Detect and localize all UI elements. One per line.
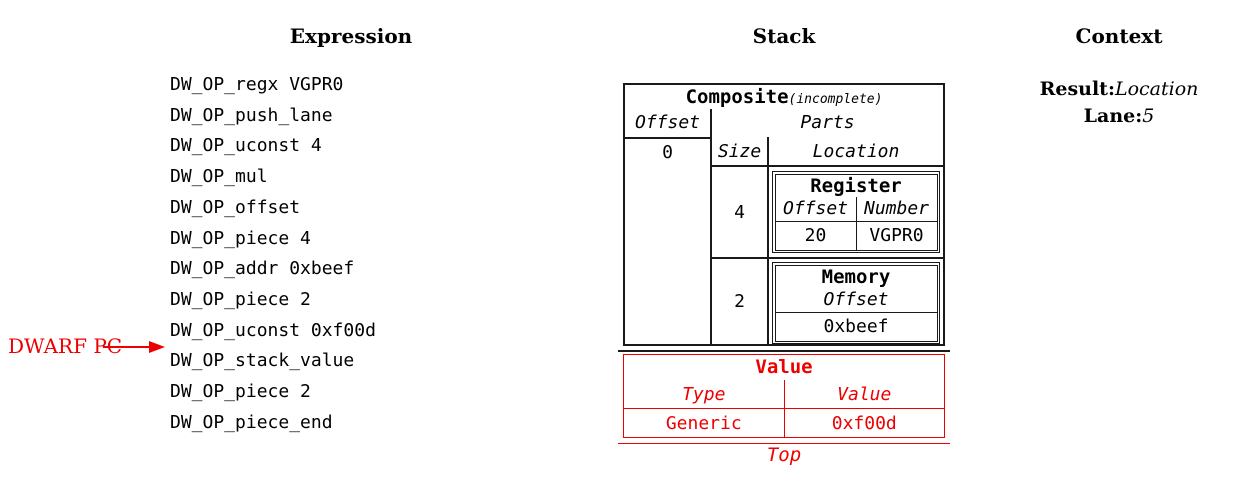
register-number-value: VGPR0 xyxy=(856,220,937,250)
part-size-value: 4 xyxy=(712,167,769,257)
part-location-cell: Register Offset 20 Number VGPR0 xyxy=(769,167,943,257)
composite-type-name: Composite xyxy=(685,86,789,108)
register-number-column: Number VGPR0 xyxy=(856,197,937,250)
dwarf-pc-label: DWARF PC xyxy=(8,334,123,358)
part-location-cell: Memory Offset 0xbeef xyxy=(769,259,943,344)
value-value-header: Value xyxy=(837,383,892,405)
value-type-column: Type Generic xyxy=(624,380,785,437)
expression-op: DW_OP_addr 0xbeef xyxy=(170,258,355,280)
value-value-value: 0xf00d xyxy=(784,408,944,437)
offset-value: 0 xyxy=(662,142,673,163)
expression-op: DW_OP_uconst 0xf00d xyxy=(170,319,376,341)
register-number-header: Number xyxy=(863,197,930,219)
register-columns: Offset 20 Number VGPR0 xyxy=(775,196,937,250)
value-entry-title: Value xyxy=(755,356,813,378)
expression-op: DW_OP_mul xyxy=(170,166,268,188)
context-header: Context xyxy=(1075,24,1163,48)
parts-header-row: Size Location xyxy=(712,137,943,167)
stack-entry-separator xyxy=(618,350,950,352)
register-location-table: Register Offset 20 Number VGPR0 xyxy=(772,171,940,253)
expression-op: DW_OP_push_lane xyxy=(170,104,333,126)
register-title: Register xyxy=(810,174,902,197)
part-row-memory: 2 Memory Offset 0xbeef xyxy=(712,259,943,344)
expression-op: DW_OP_piece_end xyxy=(170,411,333,433)
memory-offset-value: 0xbeef xyxy=(775,311,937,341)
composite-parts-column: Parts Size Location 4 Register O xyxy=(712,109,943,344)
composite-location-table: Composite(incomplete) Offset 0 Parts Siz… xyxy=(623,83,945,346)
stack-top-label: Top xyxy=(766,444,802,466)
lane-label: Lane: xyxy=(1083,105,1143,127)
value-entry-table: Value Type Generic Value 0xf00d xyxy=(623,354,945,438)
expression-op: DW_OP_piece 2 xyxy=(170,289,311,311)
composite-offset-column: Offset 0 xyxy=(625,109,712,344)
memory-title: Memory xyxy=(821,265,891,288)
context-result-line: Result:Location xyxy=(1019,78,1219,100)
expression-header: Expression xyxy=(289,24,413,48)
memory-offset-header: Offset xyxy=(823,288,889,310)
size-column-header: Size xyxy=(712,137,769,165)
value-type-value: Generic xyxy=(624,408,784,437)
expression-op-current: DW_OP_stack_value xyxy=(170,350,355,372)
register-offset-value: 20 xyxy=(775,220,856,250)
register-offset-header: Offset xyxy=(782,197,849,219)
composite-qualifier: (incomplete) xyxy=(788,92,883,107)
offset-column-header: Offset xyxy=(625,109,710,139)
stack-top-separator xyxy=(618,443,950,444)
result-label: Result: xyxy=(1039,78,1115,100)
value-entry-body: Type Generic Value 0xf00d xyxy=(624,380,944,437)
part-size-value: 2 xyxy=(712,259,769,344)
expression-op: DW_OP_piece 4 xyxy=(170,227,311,249)
parts-column-header: Parts xyxy=(800,112,855,133)
value-type-header: Type xyxy=(682,383,726,405)
expression-op: DW_OP_offset xyxy=(170,196,301,218)
context-lane-line: Lane:5 xyxy=(1019,105,1219,127)
value-value-column: Value 0xf00d xyxy=(784,380,944,437)
result-value: Location xyxy=(1114,78,1199,100)
part-row-register: 4 Register Offset 20 xyxy=(712,167,943,259)
expression-op: DW_OP_piece 2 xyxy=(170,381,311,403)
location-column-header: Location xyxy=(812,140,900,162)
composite-body: Offset 0 Parts Size Location 4 Register xyxy=(625,109,943,344)
expression-op-list: DW_OP_regx VGPR0 DW_OP_push_lane DW_OP_u… xyxy=(170,70,376,439)
lane-value: 5 xyxy=(1142,105,1155,127)
dwarf-pc-arrow-icon xyxy=(103,341,165,353)
composite-title: Composite(incomplete) xyxy=(625,85,943,109)
stack-header: Stack xyxy=(752,24,816,48)
register-offset-column: Offset 20 xyxy=(775,196,857,250)
expression-op: DW_OP_regx VGPR0 xyxy=(170,74,344,95)
expression-op: DW_OP_uconst 4 xyxy=(170,135,322,157)
memory-location-table: Memory Offset 0xbeef xyxy=(772,262,940,344)
